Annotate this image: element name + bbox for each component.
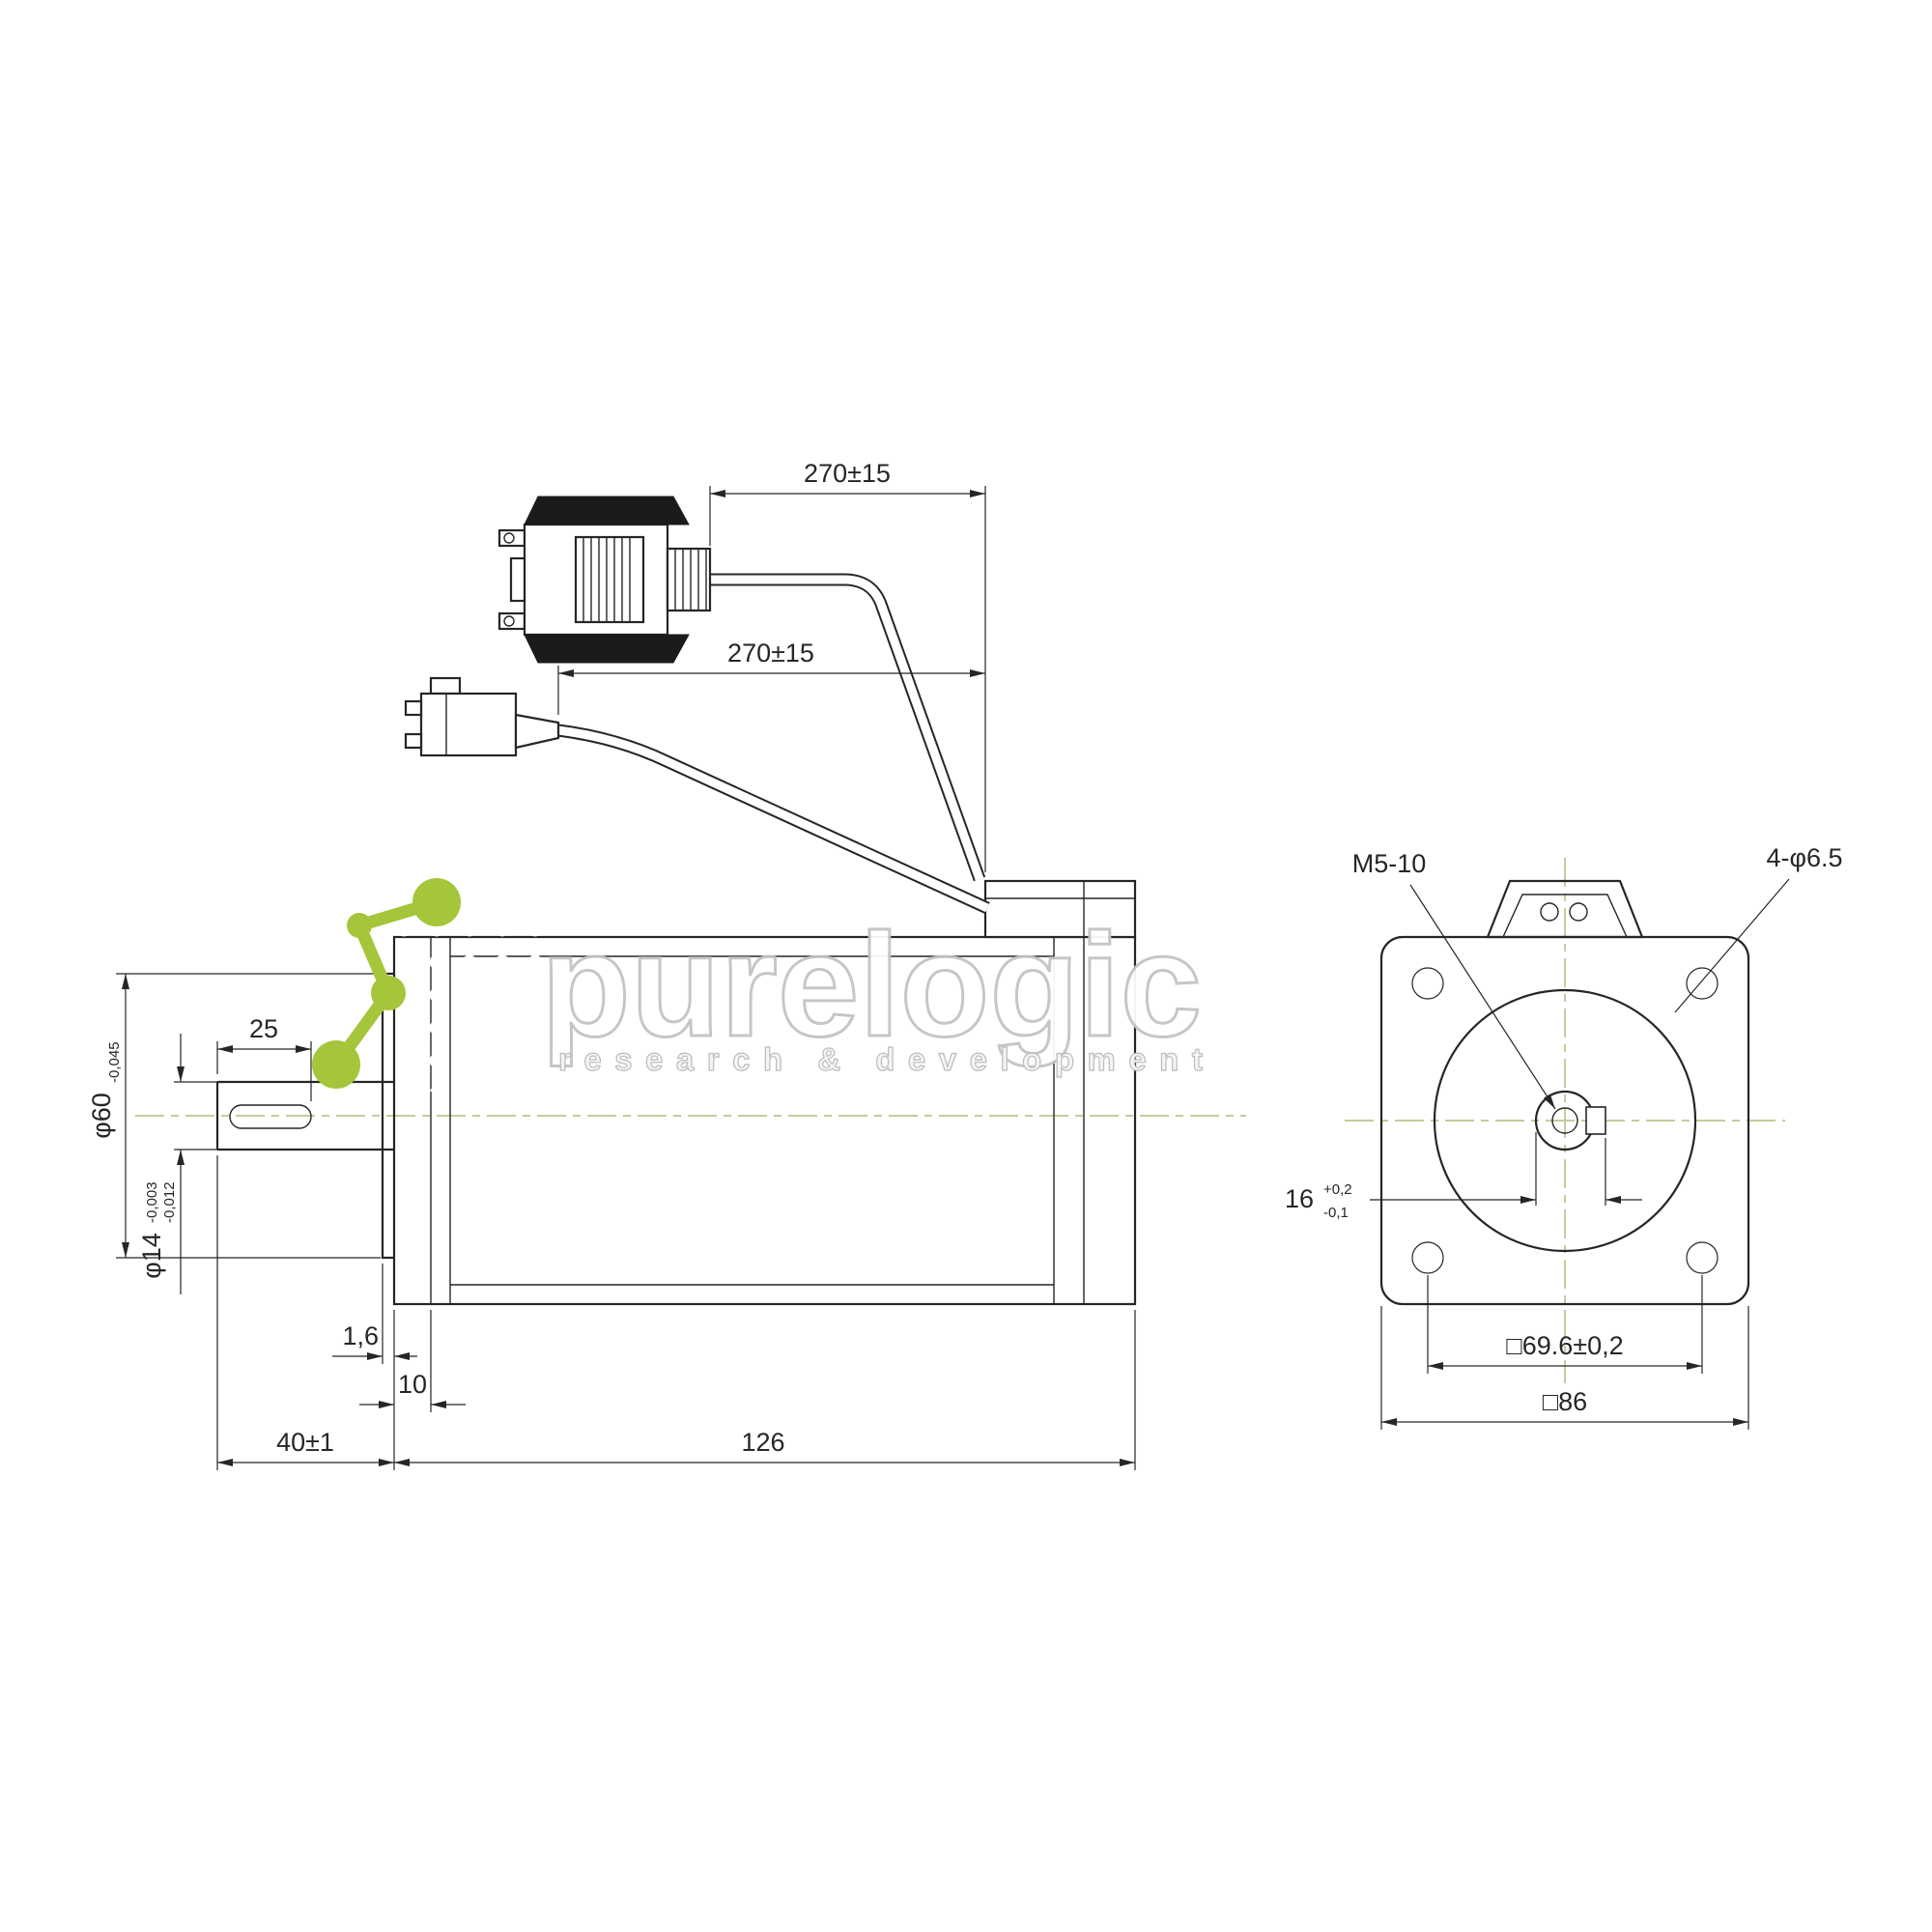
mount-hole-br bbox=[1686, 1241, 1719, 1274]
dim-pilot-dia-label: φ60 -0,045 bbox=[87, 1041, 123, 1138]
shaft bbox=[215, 1080, 394, 1151]
dim-front-step-label: 10 bbox=[398, 1370, 427, 1399]
shaft-tap-hole bbox=[1551, 1107, 1578, 1134]
dimensions-side-view: 270±15 270±15 25 φ60 -0,045 φ14 -0,003 -… bbox=[87, 459, 1136, 1470]
front-view bbox=[1379, 879, 1750, 1306]
dim-mount-holes-label: 4-φ6.5 bbox=[1766, 843, 1842, 872]
dim-hole-spacing-label: □69.6±0,2 bbox=[1506, 1331, 1623, 1360]
db9-strain-relief bbox=[666, 547, 712, 612]
db9-hood-bottom bbox=[524, 634, 690, 664]
power-cable bbox=[710, 573, 986, 882]
dim-frame-size-label: □86 bbox=[1543, 1387, 1587, 1416]
key-notch bbox=[1585, 1106, 1606, 1135]
watermark-tagline: research & development bbox=[558, 1041, 1215, 1077]
dim-key-width-tol-lower: -0,1 bbox=[1323, 1205, 1349, 1221]
svg-text:φ60: φ60 bbox=[87, 1093, 116, 1139]
dim-cable-bottom-label: 270±15 bbox=[727, 639, 814, 668]
db9-connector bbox=[497, 496, 712, 664]
housing-terminal-1 bbox=[1540, 902, 1559, 922]
watermark: purelogic research & development bbox=[312, 864, 1215, 1092]
dim-shaft-tap-label: M5-10 bbox=[1352, 849, 1427, 878]
svg-text:-0,045: -0,045 bbox=[106, 1041, 123, 1083]
housing-terminal-2 bbox=[1569, 902, 1588, 922]
svg-text:-0,003: -0,003 bbox=[144, 1181, 160, 1223]
dimensions-front-view: M5-10 4-φ6.5 16 +0,2 -0,1 □69.6±0,2 □86 bbox=[1285, 843, 1843, 1430]
cables bbox=[557, 573, 990, 914]
dim-cable-top-label: 270±15 bbox=[804, 459, 891, 488]
centerlines bbox=[135, 858, 1785, 1383]
svg-text:-0,012: -0,012 bbox=[161, 1181, 178, 1223]
dim-key-width-tol-upper: +0,2 bbox=[1323, 1181, 1352, 1198]
db9-hood-top bbox=[524, 496, 690, 526]
front-flange bbox=[1379, 935, 1750, 1306]
mount-hole-tr bbox=[1686, 967, 1719, 1000]
dim-boss-label: 1,6 bbox=[342, 1321, 379, 1350]
pilot-circle bbox=[1433, 988, 1697, 1253]
watermark-brand: purelogic bbox=[541, 903, 1202, 1067]
mount-hole-tl bbox=[1411, 967, 1444, 1000]
watermark-logo-molecule bbox=[312, 878, 461, 1089]
dim-shaft-dia-label: φ14 -0,003 -0,012 bbox=[137, 1181, 178, 1278]
dim-key-width-label: 16 bbox=[1285, 1184, 1314, 1213]
connector-latch bbox=[429, 676, 462, 696]
connector-housing bbox=[983, 879, 1137, 939]
mount-hole-bl bbox=[1411, 1241, 1444, 1274]
dim-key-length-label: 25 bbox=[249, 1014, 278, 1043]
db9-pin-grill bbox=[574, 535, 645, 624]
dim-body-length-label: 126 bbox=[741, 1428, 784, 1457]
svg-text:φ14: φ14 bbox=[137, 1233, 166, 1279]
shaft-keyway bbox=[229, 1104, 312, 1129]
dim-shaft-length-label: 40±1 bbox=[276, 1428, 334, 1457]
encoder-connector bbox=[404, 676, 560, 757]
